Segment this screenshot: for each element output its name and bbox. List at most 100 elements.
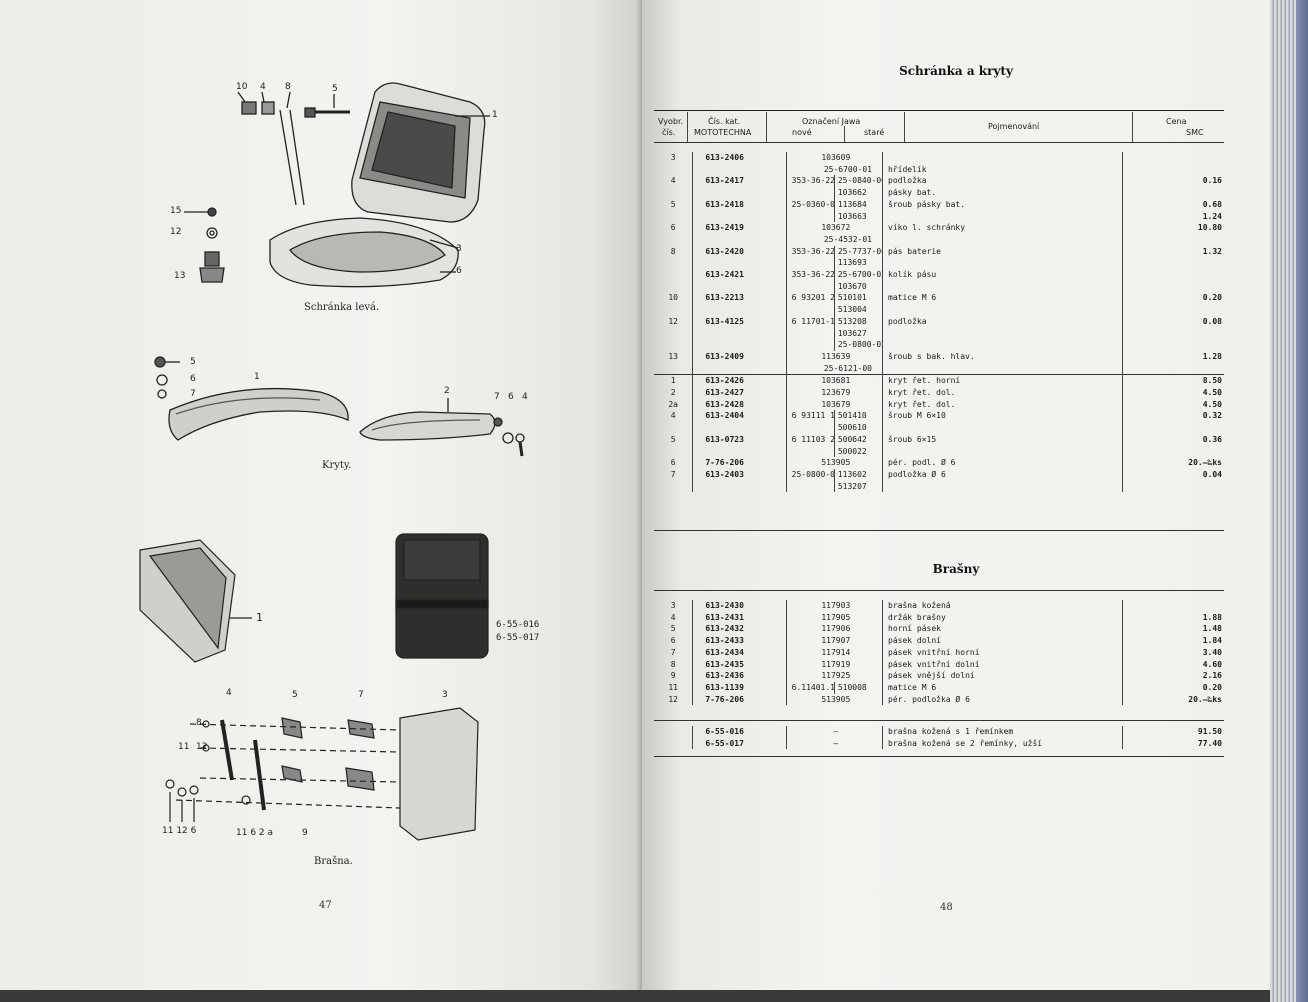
cell-no	[654, 269, 694, 281]
cell-name: držák brašny	[882, 611, 1124, 624]
cell-no	[654, 422, 694, 434]
cell-old: 103670	[833, 280, 884, 293]
parts-drawings	[139, 82, 525, 841]
cell-old: 103627	[833, 327, 884, 340]
header-col5-line1: Cena	[1166, 117, 1187, 126]
cell-name: hřídelík	[882, 163, 1124, 176]
cell-price	[1123, 339, 1224, 351]
cell-kat: 613-4125	[692, 315, 787, 328]
cell-no: 10	[654, 292, 694, 305]
cell-price: 0.32	[1202, 411, 1222, 421]
page-number-left: 47	[319, 900, 332, 911]
table-row: 103627	[654, 327, 1224, 340]
cell-no: 3	[654, 600, 694, 612]
callout-3: 3	[456, 244, 462, 254]
callout-k4b: 4	[522, 392, 528, 402]
cell-price	[1123, 363, 1224, 375]
table-row: 103670	[654, 280, 1224, 293]
cell-new	[786, 339, 834, 351]
table-row: 4613-2417353-36-22325-0840-00podložka0.1…	[654, 175, 1224, 188]
cell-no: 11	[654, 681, 694, 694]
table1-bottom-rule	[654, 530, 1224, 531]
cell-price: 0.36	[1202, 434, 1222, 444]
cell-price	[1123, 269, 1224, 281]
section-title-brasny: Brašny	[932, 562, 980, 576]
cell-price	[1123, 164, 1224, 176]
cell-price: 0.20	[1202, 293, 1222, 303]
cell-kat: 613-1139	[692, 681, 787, 694]
cell-name: pásky bat.	[882, 187, 1124, 199]
cell-price: 10.80	[1197, 223, 1222, 233]
cell-old: 513207	[833, 480, 884, 493]
figure-label-kryty: Kryty.	[322, 460, 352, 471]
cell-price: 20.—‰ks	[1188, 458, 1222, 468]
cell-price	[1123, 481, 1224, 493]
cell-kat: 613-2435	[692, 658, 787, 671]
cell-kat	[692, 233, 787, 246]
cell-kat: 613-2417	[692, 175, 787, 188]
callout-13: 13	[174, 271, 186, 281]
callout-c5: 5	[292, 690, 298, 700]
cell-price: 2.16	[1202, 671, 1222, 681]
cell-price: 0.04	[1202, 469, 1222, 479]
header-divider	[687, 112, 688, 142]
battery-box-drawing	[184, 82, 490, 288]
cell-mid: 103609	[786, 152, 884, 164]
cell-mid: 513905	[786, 457, 884, 469]
cell-new: 6.11401.1006	[791, 682, 835, 692]
header-divider	[904, 112, 905, 142]
cell-kat: 613-0723	[692, 433, 787, 446]
cell-price	[1123, 187, 1224, 199]
cell-name: kryt řet. dol.	[882, 387, 1124, 399]
cell-kat: 613-2433	[692, 635, 787, 647]
cell-old: 113602	[833, 468, 884, 481]
cell-kat: 613-2418	[692, 198, 787, 211]
cell-price: 20.—‰ks	[1188, 694, 1222, 704]
callout-k5: 5	[190, 357, 196, 367]
cell-kat	[692, 362, 787, 375]
cell-new: 6 93111 1101	[791, 411, 835, 421]
cell-no: 6	[654, 457, 694, 469]
header-col3-new: nové	[792, 128, 812, 137]
cell-no: 5	[654, 433, 694, 446]
cell-no: 1	[654, 374, 694, 388]
cell-name: šroub s bak. hlav.	[882, 350, 1124, 363]
cell-old: 513004	[833, 304, 884, 316]
cell-name: matice M 6	[882, 292, 1124, 305]
section-title-schranka: Schránka a kryty	[899, 64, 1013, 78]
cell-new	[786, 481, 834, 493]
right-page: Schránka a kryty Vyobr. čís. Čís. kat. M…	[642, 0, 1270, 990]
cell-new: 6 11103 2103	[791, 434, 835, 444]
callout-8: 8	[285, 82, 291, 92]
cell-old: 500610	[833, 422, 884, 434]
cell-new	[786, 422, 834, 434]
cell-new	[786, 328, 834, 340]
cell-mid: 117905	[786, 611, 884, 624]
header-col3-old: staré	[864, 128, 885, 137]
cell-kat	[692, 339, 787, 351]
callout-c9: 9	[302, 828, 308, 838]
cell-name: pásek vnější dolní	[882, 670, 1124, 682]
callout-bottom-left: 11 12 6	[162, 826, 197, 836]
cell-no	[654, 187, 694, 199]
cell-kat: 613-2434	[692, 646, 787, 659]
bag-code-2: 6-55-017	[496, 633, 540, 643]
cell-old: 113693	[833, 257, 884, 270]
cell-kat	[692, 257, 787, 270]
cell-price: 4.50	[1202, 388, 1222, 398]
cell-no: 4	[654, 410, 694, 423]
cell-no: 6	[654, 635, 694, 647]
table2-bottom-rule	[654, 720, 1224, 721]
cell-mid: 25-4532-01	[786, 233, 884, 246]
table-row: 500610	[654, 422, 1224, 434]
